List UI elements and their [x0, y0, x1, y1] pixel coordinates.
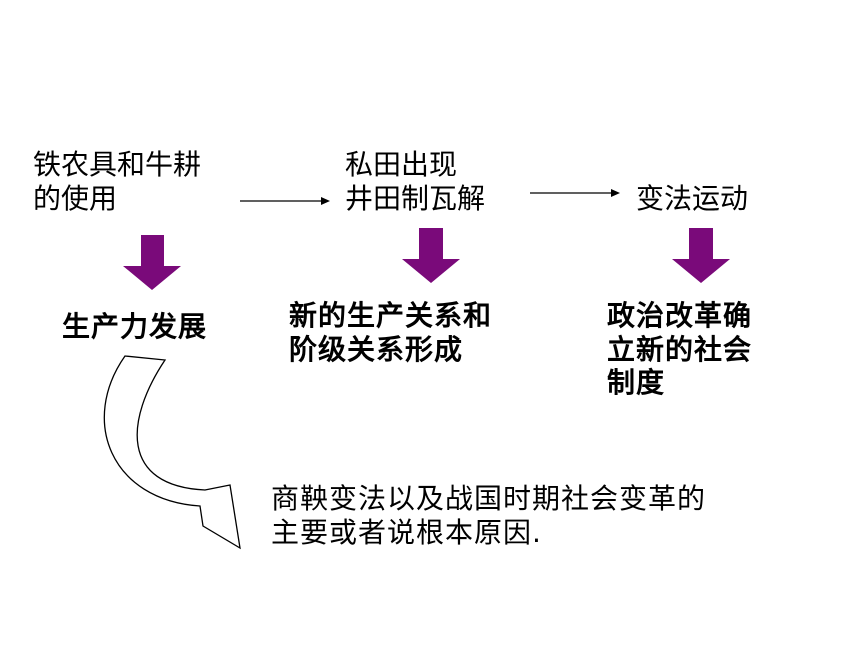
node-text-line: 立新的社会 — [607, 332, 753, 366]
node-text-line: 政治改革确 — [607, 299, 753, 332]
node-private-fields: 私田出现 井田制瓦解 — [345, 148, 485, 215]
node-new-relations: 新的生产关系和 阶级关系形成 — [289, 299, 492, 366]
node-text-line: 铁农具和牛耕 — [33, 148, 202, 181]
node-text-line: 新的生产关系和 — [289, 299, 493, 332]
node-reform-movement: 变法运动 — [636, 182, 748, 216]
node-text-line: 阶级关系形成 — [289, 332, 464, 366]
node-text-line: 私田出现 — [345, 148, 458, 181]
curved-arrow — [103, 355, 241, 550]
node-productivity: 生产力发展 — [62, 310, 207, 344]
node-text-line: 变法运动 — [636, 182, 749, 215]
down-arrow-political — [672, 228, 730, 283]
node-text-line: 制度 — [607, 366, 666, 400]
node-text-line: 生产力发展 — [62, 310, 208, 343]
node-text-line: 主要或者说根本原因. — [271, 515, 542, 549]
arrow-private-to-reform — [530, 189, 620, 197]
down-arrow-productivity — [123, 235, 181, 290]
node-text-line: 商鞅变法以及战国时期社会变革的 — [271, 482, 707, 515]
arrow-iron-to-private — [240, 197, 330, 205]
node-conclusion: 商鞅变法以及战国时期社会变革的 主要或者说根本原因. — [271, 482, 706, 549]
node-political-reform: 政治改革确 立新的社会 制度 — [607, 299, 752, 400]
down-arrow-relations — [402, 228, 460, 283]
node-text-line: 井田制瓦解 — [345, 181, 486, 215]
node-iron-tools: 铁农具和牛耕 的使用 — [33, 148, 201, 215]
node-text-line: 的使用 — [33, 181, 118, 215]
